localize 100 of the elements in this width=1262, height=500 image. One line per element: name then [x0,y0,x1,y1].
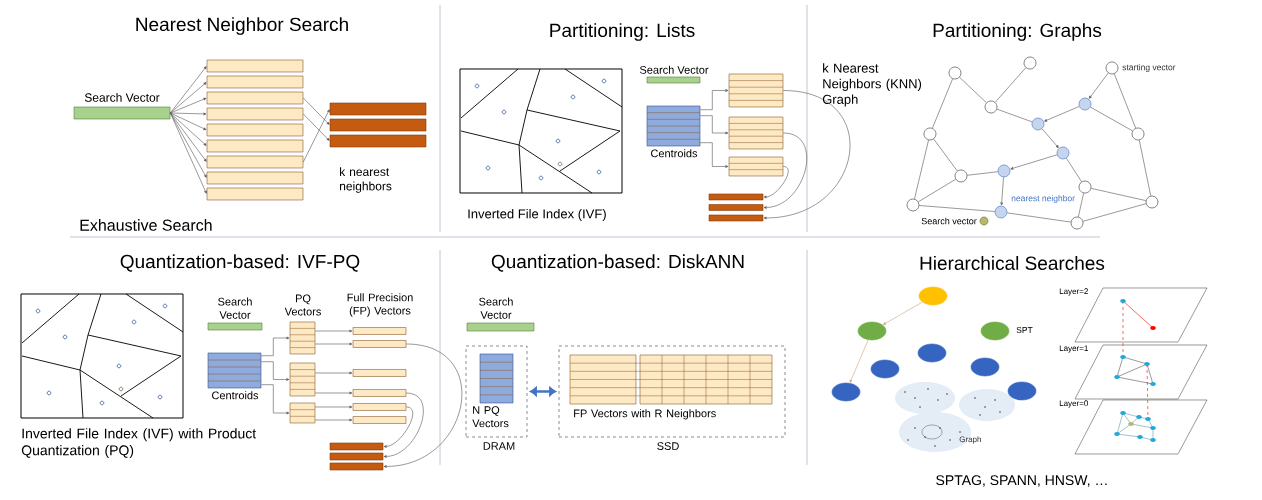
connector-line [919,205,995,212]
caption-text: SPTAG, SPANN, HNSW, … [936,475,1107,487]
caption-text: Inverted File Index (IVF) [468,208,606,222]
vector-bar [206,91,304,105]
connector-line [1138,139,1152,197]
graph-vertex [1145,195,1159,209]
cluster-ellipse [870,359,900,379]
arrow [1041,128,1059,148]
arrow [315,391,353,395]
vector-bar: Search Vector [466,297,535,332]
layer-label: Layer=0 [1059,400,1088,408]
vector-bar: Search Vector [639,65,709,84]
graph-vertex: nearest neighbor [994,195,1075,219]
vector-bar [206,107,304,121]
node-label: Centroids [212,391,259,400]
vector-bar [352,416,407,424]
vector-bar [352,369,407,377]
cluster-ellipse [831,382,861,402]
layer-label: Layer=2 [1059,288,1088,296]
layer-label: Layer=1 [1059,345,1088,353]
graph-vertex [984,100,998,114]
arrow [383,392,424,458]
vector-bar [329,102,427,116]
vector-bar [206,59,304,73]
arrow [763,166,789,199]
connector-line [918,178,956,203]
double-arrow [529,386,557,397]
node-label: Centroids [651,149,698,158]
graph-vertex: starting vector [1105,61,1176,75]
graph-label: Graph [959,436,981,444]
graph-vertex [1078,180,1092,194]
arrow [261,384,290,415]
arrow [1010,154,1058,170]
vector-bar [329,462,384,471]
vector-bar [206,155,304,169]
vector-bar [206,75,304,89]
vector-bar [352,327,407,335]
vector-bar [329,118,427,132]
node-label: starting vector [1122,64,1176,72]
cluster-ellipse [970,357,1000,377]
arrow [763,132,807,209]
connector-line [1090,106,1133,132]
vector-block [728,156,784,177]
column-heading: Full Precision (FP) Vectors [347,293,413,317]
vector-bar: Search Vector [73,93,171,120]
node-label: SSD [657,442,679,450]
node-label: Search Vector [479,297,513,319]
node-label: Search Vector [639,65,709,74]
node-label: Search Vector [84,92,160,102]
graph-vertex [997,164,1011,178]
arrow [700,115,729,135]
cluster-ellipse [918,286,948,306]
connector-line [932,78,953,129]
graph-vertex [954,169,968,183]
arrow [1044,106,1080,122]
arrow [303,113,330,141]
vector-block: Centroids [646,105,701,158]
panel-title: Partitioning: Graphs [933,23,1102,41]
vector-bar: Search Vector [207,297,263,331]
vector-bar [206,171,304,185]
graph-vertex [1023,56,1037,70]
vector-bar [329,452,384,461]
node-label: FP Vectors with R Neighbors [574,409,716,420]
vector-block: Centroids [207,352,262,400]
node-label: Search Vector [218,297,252,319]
connector-line [996,108,1033,123]
vector-bar [708,214,764,222]
arrow [170,66,207,114]
connector-line [914,139,929,200]
arrow [170,112,207,116]
vector-bar [206,187,304,201]
arrow [170,97,207,114]
tree-label: SPT [1016,327,1033,333]
arrow [170,112,207,146]
connector-line [1006,212,1072,223]
graph-vertex [1070,216,1084,230]
cluster-ellipse [857,321,887,341]
arrow [700,142,729,168]
connector-line [994,67,1027,103]
arrow [383,343,463,468]
arrow [315,342,353,346]
connector-line [1078,192,1084,218]
vector-bar [206,139,304,153]
vector-bar [708,193,764,201]
vector-block [289,321,316,355]
vector-block [289,362,316,397]
connector-line [1066,158,1082,182]
caption-text: k Nearest Neighbors (KNN) Graph [822,63,922,107]
graph-vertex [1078,97,1092,111]
arrow [170,112,207,162]
arrow [383,406,414,448]
graph-vertex [1056,146,1070,160]
arrow [883,301,923,325]
graph-vertex [948,66,962,80]
graph-vertex [906,198,920,212]
arrow [700,89,729,110]
connector-line [933,138,958,172]
caption-text: Inverted File Index (IVF) with Product Quantization (PQ) [21,428,257,459]
arrow [303,109,330,163]
arrow [303,97,330,125]
